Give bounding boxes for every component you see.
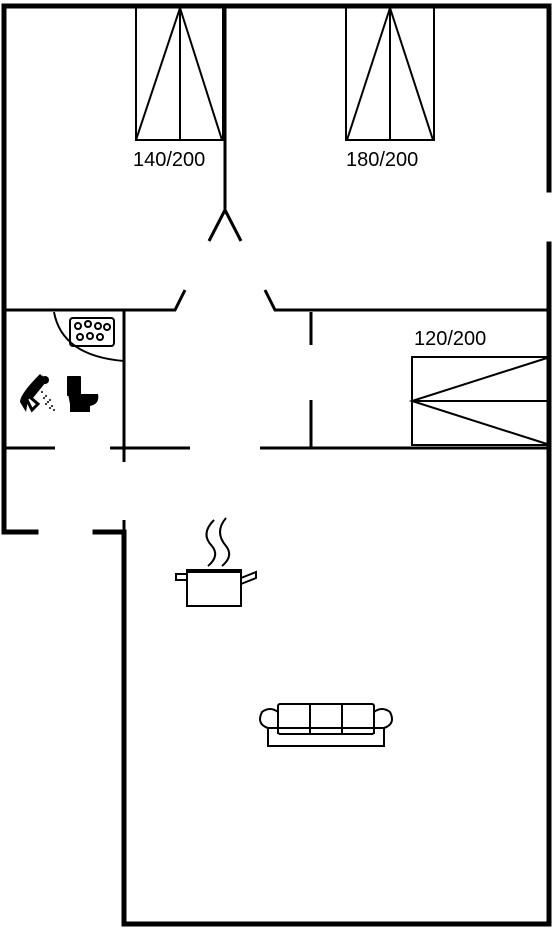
stove-pot-icon <box>175 517 257 607</box>
bed-size-label: 120/200 <box>414 328 486 350</box>
toilet-icon <box>67 376 99 412</box>
interior-walls <box>6 6 549 530</box>
shower-icon <box>20 374 55 413</box>
bed-icon <box>408 356 550 446</box>
bed-icon <box>135 4 224 141</box>
bed-size-label: 140/200 <box>133 149 205 171</box>
jacuzzi-icon <box>53 311 125 362</box>
exterior-walls <box>1 3 552 927</box>
bed-size-label: 180/200 <box>346 149 418 171</box>
sofa-icon <box>259 703 393 747</box>
bed-icon <box>345 4 435 141</box>
